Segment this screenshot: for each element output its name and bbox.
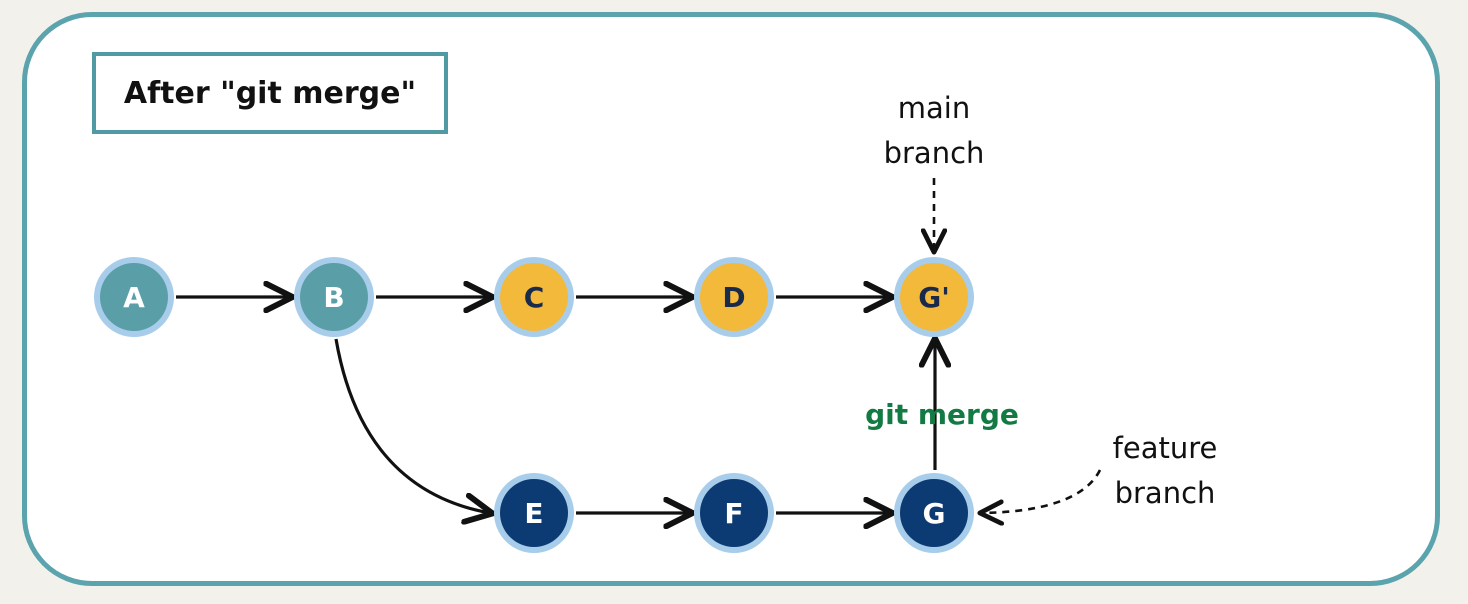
feature-branch-label-line2: branch <box>1115 476 1216 510</box>
git-merge-label: git merge <box>865 398 1019 431</box>
commit-a: A <box>94 257 174 337</box>
commit-c: C <box>494 257 574 337</box>
commit-c-label: C <box>524 281 545 314</box>
commit-g: G <box>894 473 974 553</box>
commit-f-label: F <box>724 497 743 530</box>
commit-e-circle <box>500 479 568 547</box>
feature-branch-label-line1: feature <box>1113 431 1218 465</box>
commit-g-circle <box>900 479 968 547</box>
commit-d-circle <box>700 263 768 331</box>
commit-a-label: A <box>123 281 145 314</box>
commit-b-circle <box>300 263 368 331</box>
commit-b: B <box>294 257 374 337</box>
commit-e: E <box>494 473 574 553</box>
commit-b-label: B <box>323 281 344 314</box>
commit-g-prime: G' <box>894 257 974 337</box>
main-branch-label-line1: main <box>898 91 970 125</box>
edge-b-e <box>334 338 490 513</box>
feature-branch-arrow <box>982 469 1102 513</box>
diagram-title: After "git merge" <box>92 52 448 134</box>
commit-d: D <box>694 257 774 337</box>
commit-e-label: E <box>524 497 543 530</box>
main-branch-label-line2: branch <box>884 136 985 170</box>
main-branch-pointer: main branch <box>884 91 985 250</box>
commit-a-circle <box>100 263 168 331</box>
feature-branch-pointer: feature branch <box>982 431 1217 513</box>
commit-g-prime-label: G' <box>918 281 950 314</box>
commit-g-label: G <box>923 497 946 530</box>
commit-c-circle <box>500 263 568 331</box>
commit-f: F <box>694 473 774 553</box>
commit-g-prime-circle <box>900 263 968 331</box>
edges <box>176 297 935 513</box>
commit-d-label: D <box>722 281 745 314</box>
commit-f-circle <box>700 479 768 547</box>
